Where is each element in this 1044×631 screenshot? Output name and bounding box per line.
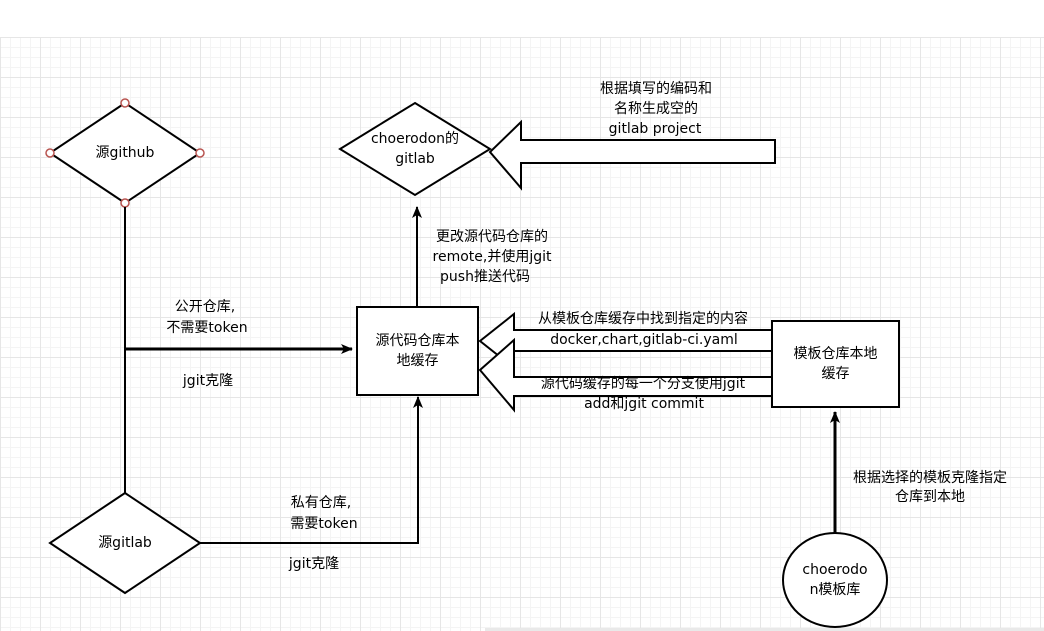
public-repo-label-2: 不需要token [166, 320, 248, 336]
canvas-bottom-strip [485, 628, 1044, 631]
source-gitlab-diamond[interactable] [48, 491, 202, 595]
push-label-3: push推送代码 [440, 269, 530, 285]
create-project-hollow-arrow [488, 119, 776, 191]
choerodon-gitlab-diamond[interactable] [338, 101, 492, 197]
create-project-label-2: 名称生成空的 [614, 101, 698, 117]
canvas-top-margin [0, 0, 1044, 37]
push-label-2: remote,并使用jgit [432, 249, 552, 265]
find-content-label-1: 从模板仓库缓存中找到指定的内容 [538, 311, 748, 327]
clone-template-label-1: 根据选择的模板克隆指定 [853, 470, 1007, 486]
template-local-cache-label: 模板仓库本地 缓存 [793, 346, 878, 382]
github-clone-label: jgit克隆 [182, 373, 234, 389]
clone-template-label-2: 仓库到本地 [895, 489, 965, 505]
create-project-label-1: 根据填写的编码和 [600, 81, 712, 97]
selection-handle-bottom[interactable] [120, 198, 130, 208]
commit-label-2: add和jgit commit [584, 396, 704, 412]
push-label-1: 更改源代码仓库的 [436, 229, 548, 245]
gitlab-clone-label: jgit克隆 [288, 556, 340, 572]
find-content-label-2: docker,chart,gitlab-ci.yaml [550, 332, 738, 348]
private-repo-label-1: 私有仓库, [290, 495, 352, 511]
source-github-label: 源github [95, 145, 155, 161]
local-source-cache-box[interactable] [356, 306, 479, 396]
public-repo-label-1: 公开仓库, [174, 299, 236, 315]
local-source-cache-label: 源代码仓库本 地缓存 [375, 333, 460, 369]
commit-hollow-arrow [478, 337, 773, 413]
source-gitlab-label: 源gitlab [98, 535, 152, 551]
choerodon-gitlab-label: choerodon的 gitlab [370, 131, 460, 167]
selection-handle-top[interactable] [120, 98, 130, 108]
choerodon-template-repo-label: choerodo n模板库 [802, 562, 868, 598]
gitlab-clone-arrow [200, 401, 419, 544]
selection-handle-left[interactable] [45, 148, 55, 158]
selection-handle-right[interactable] [195, 148, 205, 158]
template-local-cache-box[interactable] [771, 320, 900, 408]
create-project-label-3: gitlab project [608, 121, 702, 137]
commit-label-1: 源代码缓存的每一个分支使用jgit [540, 376, 746, 392]
private-repo-label-2: 需要token [290, 516, 358, 532]
